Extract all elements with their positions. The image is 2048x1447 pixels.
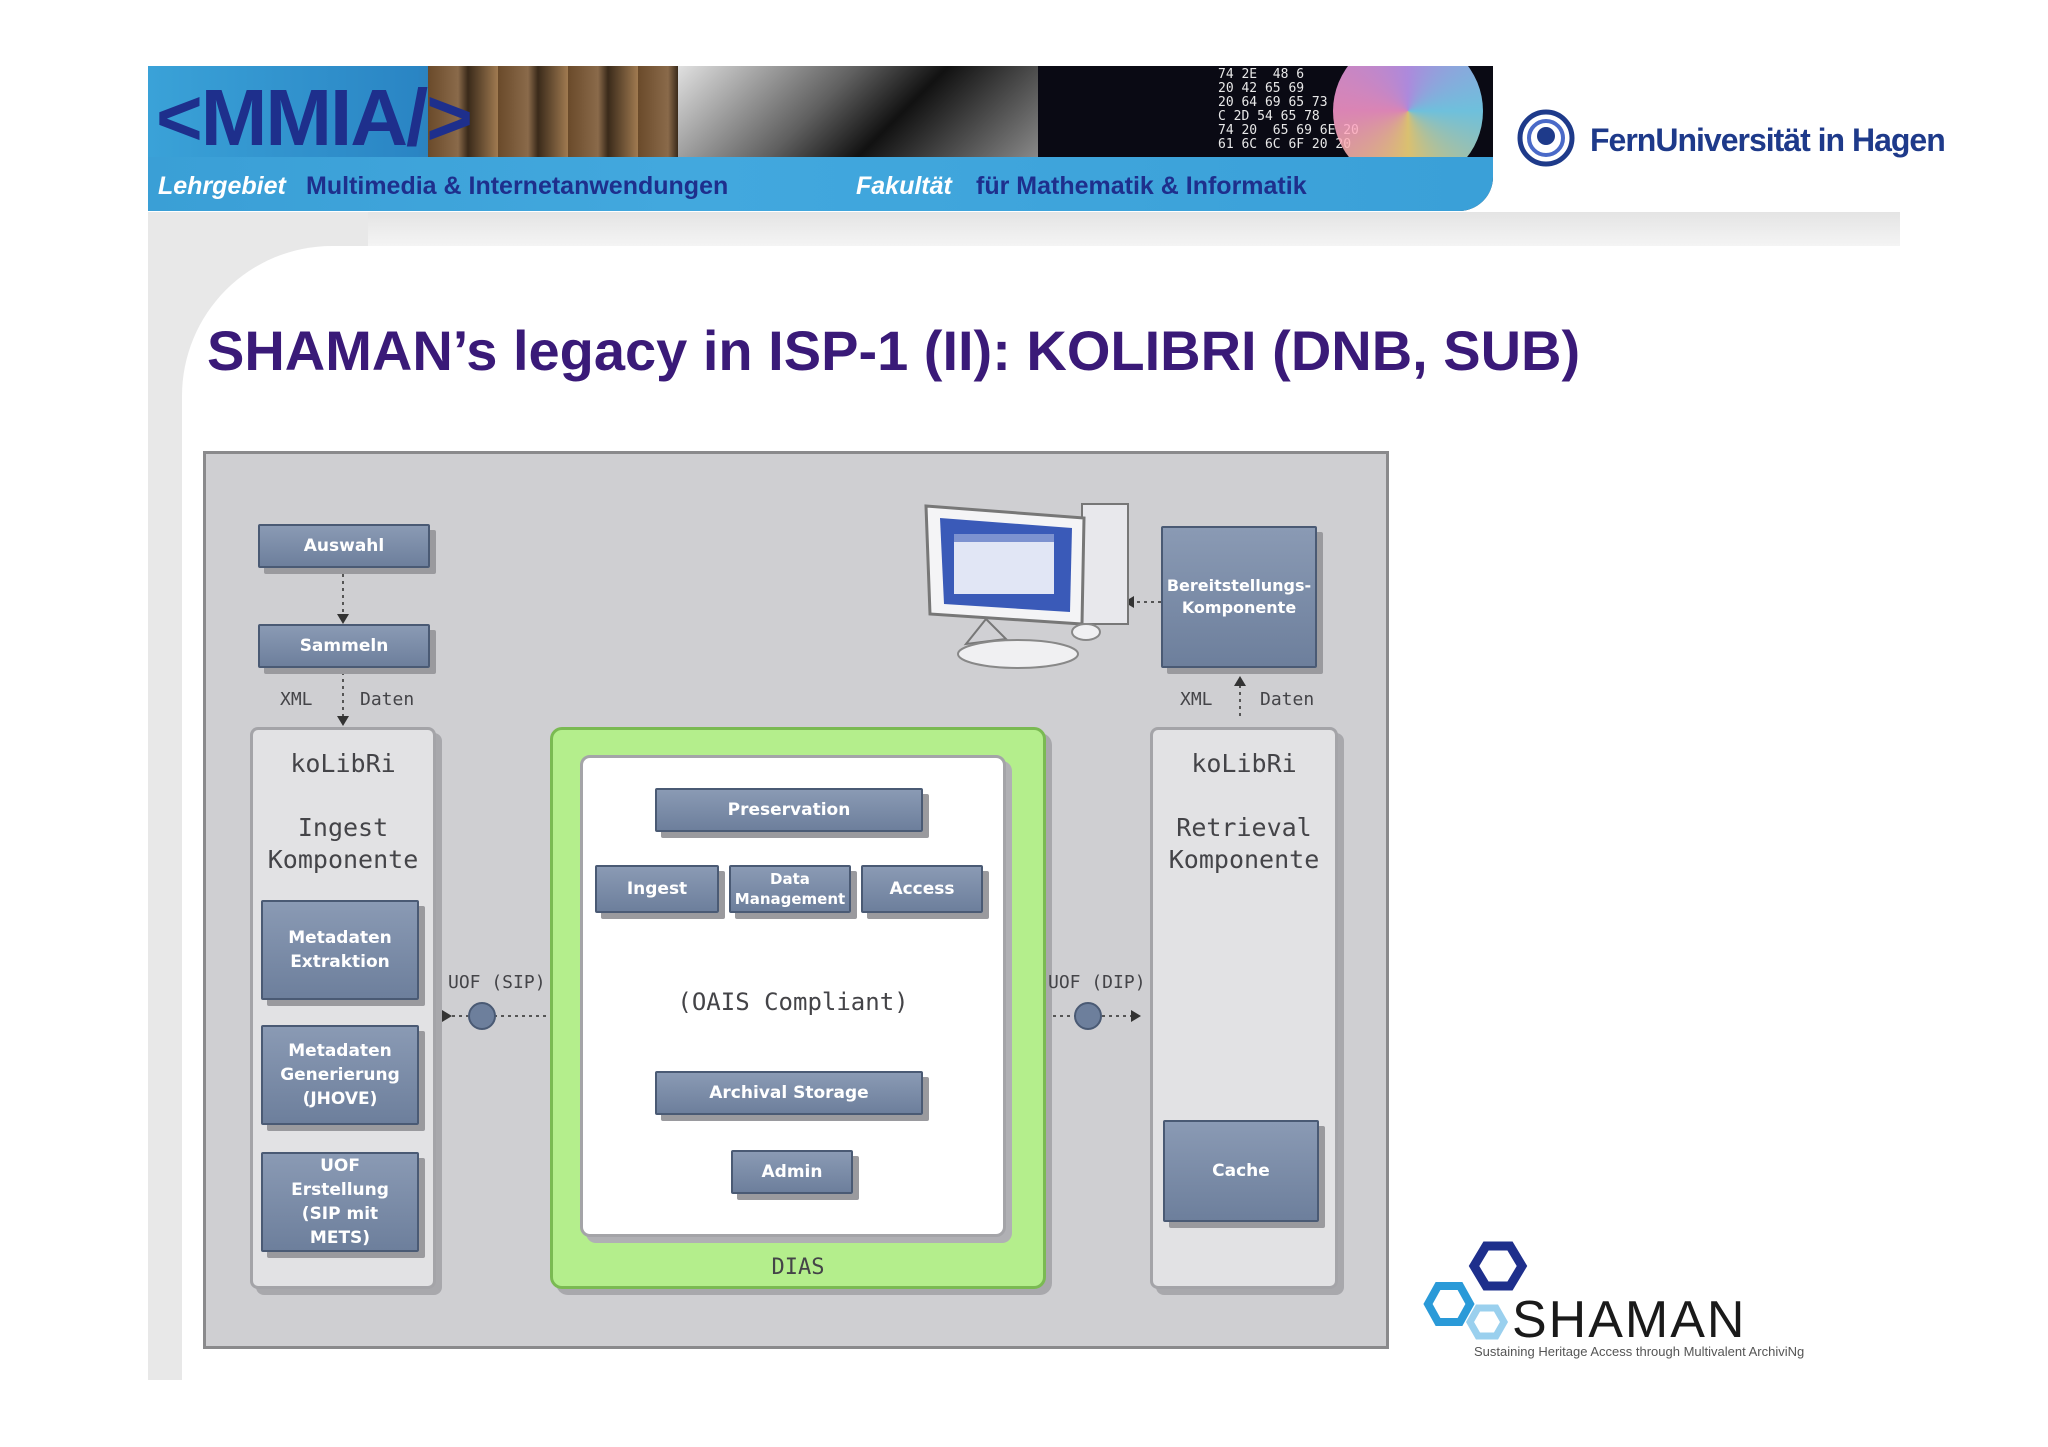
ingest-panel-title: koLibRi Ingest Komponente xyxy=(267,749,419,874)
kolibri-architecture-diagram: Auswahl Sammeln XML Daten koLibRi Ingest… xyxy=(203,451,1389,1349)
lehrgebiet-label: Lehrgebiet xyxy=(158,172,286,200)
dias-container: Preservation Ingest Data Management Acce… xyxy=(550,727,1046,1289)
slide-left-rail xyxy=(148,240,182,1380)
mmia-banner: 74 2E 48 6 20 42 65 69 20 64 69 65 73 C … xyxy=(148,66,1493,211)
code-photo: 74 2E 48 6 20 42 65 69 20 64 69 65 73 C … xyxy=(1038,66,1493,186)
admin-box: Admin xyxy=(731,1150,853,1194)
books-photo xyxy=(428,66,678,157)
xml-label-left: XML xyxy=(280,689,313,710)
uof-erstellung-box: UOF Erstellung (SIP mit METS) xyxy=(261,1152,419,1252)
smartphone-photo xyxy=(678,66,1038,157)
hexagon-logo-icon xyxy=(1423,1241,1528,1340)
uof-dip-label: UOF (DIP) xyxy=(1048,972,1146,993)
sip-connector-node xyxy=(468,1002,496,1030)
xml-label-right: XML xyxy=(1180,689,1213,710)
fernuni-emblem-icon xyxy=(1517,109,1575,167)
shaman-tagline: Sustaining Heritage Access through Multi… xyxy=(1474,1344,1805,1359)
hex-code-text: 74 2E 48 6 20 42 65 69 20 64 69 65 73 C … xyxy=(1218,67,1359,152)
daten-label-right: Daten xyxy=(1260,689,1315,710)
fakultaet-label: Fakultät xyxy=(856,172,952,200)
retrieval-komponente-panel: koLibRi Retrieval Komponente Cache xyxy=(1150,727,1338,1289)
banner-label-strip: Lehrgebiet Multimedia & Internetanwendun… xyxy=(148,157,1493,211)
access-box: Access xyxy=(861,865,983,913)
oais-compliant-label: (OAIS Compliant) xyxy=(677,988,909,1016)
archival-storage-box: Archival Storage xyxy=(655,1071,923,1115)
data-management-box: Data Management xyxy=(729,865,851,913)
uof-sip-label: UOF (SIP) xyxy=(448,972,546,993)
header-shadow-band xyxy=(148,212,1900,246)
shaman-logo: SHAMAN Sustaining Heritage Access throug… xyxy=(1420,1240,1810,1360)
bereitstellungs-komponente-box: Bereitstellungs- Komponente xyxy=(1161,526,1317,668)
computer-icon xyxy=(924,503,1129,669)
oais-system-box: Preservation Ingest Data Management Acce… xyxy=(580,755,1006,1237)
mmia-logo: <MMIA/> xyxy=(156,73,473,162)
ingest-komponente-panel: koLibRi Ingest Komponente Metadaten Extr… xyxy=(250,727,436,1289)
university-name: FernUniversität in Hagen xyxy=(1590,122,1946,158)
metadaten-generierung-box: Metadaten Generierung (JHOVE) xyxy=(261,1025,419,1125)
metadaten-extraktion-box: Metadaten Extraktion xyxy=(261,900,419,1000)
faculty-label: für Mathematik & Informatik xyxy=(976,172,1307,200)
daten-label-left: Daten xyxy=(360,689,415,710)
dip-connector-node xyxy=(1074,1002,1102,1030)
ingest-box: Ingest xyxy=(595,865,719,913)
slide-corner-curve xyxy=(148,212,368,412)
dias-label: DIAS xyxy=(771,1255,825,1280)
slide-title: SHAMAN’s legacy in ISP-1 (II): KOLIBRI (… xyxy=(207,319,1581,382)
sammeln-box: Sammeln xyxy=(258,624,430,668)
department-label: Multimedia & Internetanwendungen xyxy=(306,172,729,200)
shaman-wordmark: SHAMAN xyxy=(1512,1291,1747,1349)
retrieval-panel-title: koLibRi Retrieval Komponente xyxy=(1168,749,1320,874)
cache-box: Cache xyxy=(1163,1120,1319,1222)
auswahl-box: Auswahl xyxy=(258,524,430,568)
preservation-box: Preservation xyxy=(655,788,923,832)
diagram-connectors xyxy=(337,503,1246,1022)
